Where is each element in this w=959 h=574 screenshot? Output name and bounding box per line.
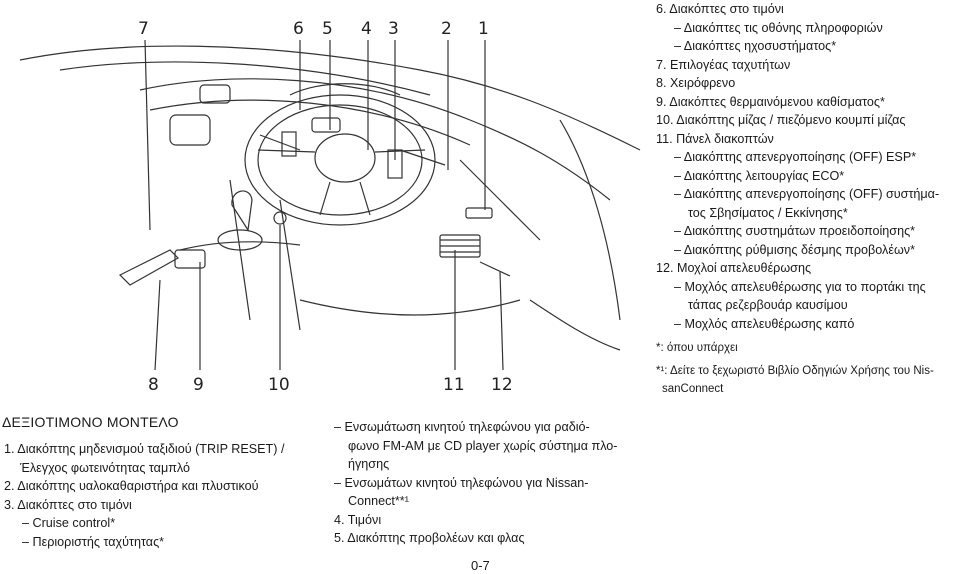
list-item: 5. Διακόπτης προβολέων και φλας [334, 531, 525, 545]
footnote-availability: *: όπου υπάρχει [656, 342, 738, 354]
callout-9: 9 [193, 375, 204, 395]
list-item: τάπας ρεζερβουάρ καυσίμου [688, 298, 848, 312]
page-number: 0-7 [471, 558, 490, 573]
dashboard-line-drawing: 7 6 5 4 3 2 1 8 9 10 11 12 [19, 19, 641, 395]
footnote-nissanconnect-cont: sanConnect [662, 383, 724, 395]
list-item: – Διακόπτης ρύθμισης δέσμης προβολέων* [674, 242, 915, 257]
rhd-list-left: 1. Διακόπτης μηδενισμού ταξιδιού (TRIP R… [4, 440, 314, 551]
callout-1: 1 [478, 19, 489, 39]
callout-3: 3 [388, 19, 399, 39]
list-item: – Διακόπτης συστημάτων προειδοποίησης* [674, 224, 916, 238]
list-item: τος Σβησίματος / Εκκίνησης* [688, 205, 848, 220]
list-item: 3. Διακόπτες στο τιμόνι [4, 497, 132, 512]
list-item: – Διακόπτες τις οθόνης πληροφοριών [674, 20, 883, 35]
callout-11: 11 [443, 375, 465, 395]
callout-7: 7 [138, 19, 149, 39]
callout-2: 2 [441, 19, 452, 39]
section-title: ΔΕΞΙΟΤΙΜΟΝΟ ΜΟΝΤΕΛΟ [2, 414, 179, 430]
footnote-nissanconnect: *¹: Δείτε το ξεχωριστό Βιβλίο Οδηγιών Χρ… [656, 364, 934, 377]
list-item: – Περιοριστής ταχύτητας* [22, 534, 165, 549]
list-item: – Cruise control* [22, 516, 116, 530]
callout-5: 5 [322, 19, 333, 39]
callout-6: 6 [293, 19, 304, 39]
list-item: φωνο FM-AM με CD player χωρίς σύστημα πλ… [348, 438, 618, 453]
callout-12: 12 [491, 375, 513, 395]
list-item: 7. Επιλογέας ταχυτήτων [656, 57, 791, 72]
list-item: – Διακόπτης απενεργοποίησης (OFF) ESP* [674, 150, 917, 164]
list-item: – Διακόπτης λειτουργίας ECO* [674, 168, 845, 183]
list-item: 1. Διακόπτης μηδενισμού ταξιδιού (TRIP R… [4, 442, 285, 456]
list-item: 6. Διακόπτες στο τιμόνι [656, 2, 784, 16]
list-item: 8. Χειρόφρενο [656, 76, 736, 90]
list-item: 11. Πάνελ διακοπτών [656, 131, 774, 146]
list-item: 4. Τιμόνι [334, 512, 382, 527]
list-item: – Μοχλός απελευθέρωσης για το πορτάκι τη… [674, 279, 926, 294]
list-item: – Μοχλός απελευθέρωσης καπό [674, 316, 855, 331]
dashboard-illustration: 7 6 5 4 3 2 1 8 9 10 11 12 [0, 0, 650, 400]
list-item: 9. Διακόπτες θερμαινόμενου καθίσματος* [656, 94, 885, 109]
rhd-list-right: – Ενσωμάτωση κινητού τηλεφώνου για ραδιό… [334, 418, 634, 548]
list-item: – Ενσωμάτωση κινητού τηλεφώνου για ραδιό… [334, 420, 590, 434]
list-item: – Ενσωμάτων κινητού τηλεφώνου για Nissan… [334, 475, 589, 490]
callout-8: 8 [148, 375, 159, 395]
list-item: – Διακόπτης απενεργοποίησης (OFF) συστήμ… [674, 187, 940, 201]
callout-10: 10 [268, 375, 290, 395]
list-item: 2. Διακόπτης υαλοκαθαριστήρα και πλυστικ… [4, 479, 259, 493]
list-item: 10. Διακόπτης μίζας / πιεζόμενο κουμπί μ… [656, 113, 906, 127]
right-legend-list: 6. Διακόπτες στο τιμόνι – Διακόπτες τις … [656, 0, 956, 399]
list-item: Connect**¹ [348, 494, 409, 508]
list-item: ήγησης [348, 457, 390, 471]
list-item: 12. Μοχλοί απελευθέρωσης [656, 261, 812, 275]
list-item: Έλεγχος φωτεινότητας ταμπλό [20, 460, 191, 475]
list-item: – Διακόπτες ηχοσυστήματος* [674, 39, 837, 53]
callout-4: 4 [361, 19, 372, 39]
